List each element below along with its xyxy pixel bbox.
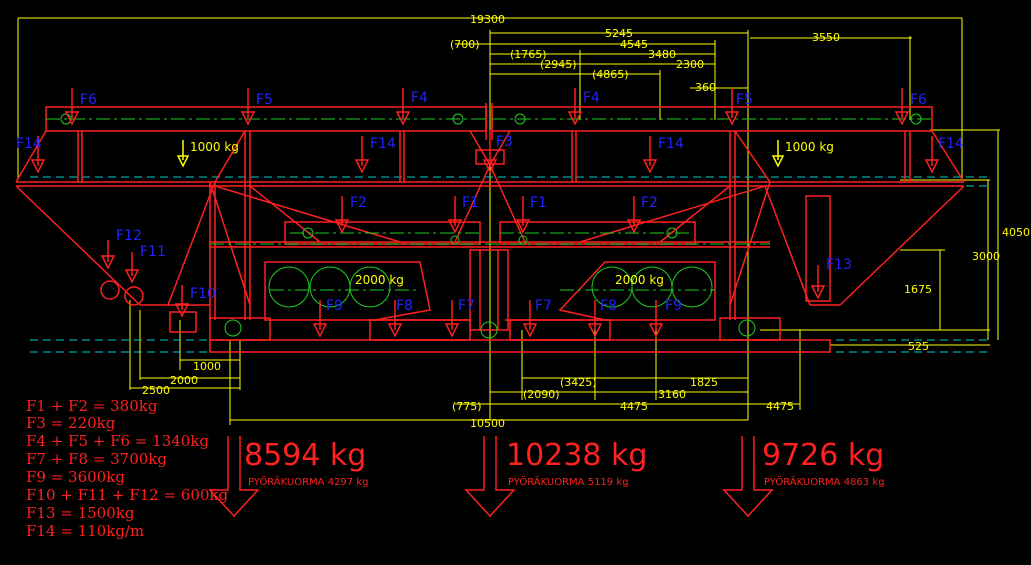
- label-f2-right: F2: [641, 195, 658, 211]
- load-left-1000: 1000 kg: [190, 140, 239, 154]
- dim-360: 360: [695, 81, 716, 94]
- wheel-load-arrows: [208, 436, 774, 518]
- wheel-load-total-1: 8594 kg: [244, 438, 366, 473]
- label-f14-d: F14: [938, 136, 964, 152]
- wheel-load-label-2: PYÖRÄKUORMA 5119 kg: [508, 475, 628, 488]
- truss-structure: [15, 103, 965, 353]
- dim-3550: 3550: [812, 31, 840, 44]
- dim-525: 525: [908, 340, 929, 353]
- dim-4475b: 4475: [766, 400, 794, 413]
- label-f5-left: F5: [256, 92, 273, 108]
- roller-wheels: [60, 113, 922, 339]
- label-f9-right: F9: [665, 298, 682, 314]
- label-f8-left: F8: [396, 298, 413, 314]
- label-f6-left: F6: [80, 92, 97, 108]
- wheel-loads: 8594 kg PYÖRÄKUORMA 4297 kg 10238 kg PYÖ…: [244, 438, 884, 488]
- dim-4050: 4050: [1002, 226, 1030, 239]
- label-f1-right: F1: [530, 195, 547, 211]
- dim-3000: 3000: [972, 250, 1000, 263]
- label-f13: F13: [826, 257, 852, 273]
- label-f8-right: F8: [600, 298, 617, 314]
- label-f11: F11: [140, 244, 166, 260]
- wheel-load-total-3: 9726 kg: [762, 438, 884, 473]
- load-right-1000: 1000 kg: [785, 140, 834, 154]
- label-f14-a: F14: [16, 136, 42, 152]
- dim-overall: 19300: [470, 13, 505, 26]
- load-arrows: [176, 140, 785, 168]
- force-labels: F6 F5 F4 F4 F5 F6 F14 F14 F3 F14 F14 F2 …: [16, 90, 964, 314]
- dim-1000: 1000: [193, 360, 221, 373]
- legend-line-8: F14 = 110kg/m: [26, 522, 144, 540]
- label-f10: F10: [190, 286, 216, 302]
- legend-line-3: F4 + F5 + F6 = 1340kg: [26, 432, 209, 450]
- dim-4475a: 4475: [620, 400, 648, 413]
- dim-3160: 3160: [658, 388, 686, 401]
- legend-line-1: F1 + F2 = 380kg: [26, 397, 158, 415]
- label-f14-c: F14: [658, 136, 684, 152]
- legend-line-2: F3 = 220kg: [26, 414, 116, 432]
- dim-3425: (3425): [560, 376, 597, 389]
- dim-700: (700): [450, 38, 480, 51]
- label-f7-left: F7: [458, 298, 475, 314]
- left-drum: [100, 280, 144, 306]
- wheel-load-total-2: 10238 kg: [506, 438, 647, 473]
- dim-2500: 2500: [142, 384, 170, 397]
- dimension-texts: 19300 (700) 5245 4545 (1765) 3480 (2945)…: [142, 13, 1030, 430]
- label-f7-right: F7: [535, 298, 552, 314]
- label-f6-right: F6: [910, 92, 927, 108]
- label-f2-left: F2: [350, 195, 367, 211]
- dim-1765: (1765): [510, 48, 547, 61]
- dim-2090: (2090): [523, 388, 560, 401]
- label-f4-left: F4: [411, 90, 428, 106]
- dimension-lines: [17, 17, 1000, 425]
- dim-10500: 10500: [470, 417, 505, 430]
- label-f9-left: F9: [326, 298, 343, 314]
- label-f1-left: F1: [462, 195, 479, 211]
- load-left-2000: 2000 kg: [355, 273, 404, 287]
- dim-1675: 1675: [904, 283, 932, 296]
- dim-2300: 2300: [676, 58, 704, 71]
- force-legend: F1 + F2 = 380kg F3 = 220kg F4 + F5 + F6 …: [26, 397, 229, 540]
- label-f12: F12: [116, 228, 142, 244]
- legend-line-6: F10 + F11 + F12 = 600kg: [26, 486, 229, 504]
- dim-5245: 5245: [605, 27, 633, 40]
- legend-line-4: F7 + F8 = 3700kg: [26, 450, 167, 468]
- dim-3480: 3480: [648, 48, 676, 61]
- load-right-2000: 2000 kg: [615, 273, 664, 287]
- wheel-load-label-1: PYÖRÄKUORMA 4297 kg: [248, 475, 368, 488]
- label-f14-b: F14: [370, 136, 396, 152]
- label-f4-right: F4: [583, 90, 600, 106]
- label-f3: F3: [496, 134, 513, 150]
- dim-1825: 1825: [690, 376, 718, 389]
- dim-2000: 2000: [170, 374, 198, 387]
- label-f5-right: F5: [736, 92, 753, 108]
- force-arrows: [30, 88, 940, 338]
- dim-2945: (2945): [540, 58, 577, 71]
- wheel-load-label-3: PYÖRÄKUORMA 4863 kg: [764, 475, 884, 488]
- load-texts: 1000 kg 1000 kg 2000 kg 2000 kg: [190, 140, 834, 287]
- legend-line-5: F9 = 3600kg: [26, 468, 125, 486]
- legend-line-7: F13 = 1500kg: [26, 504, 135, 522]
- dim-4865: (4865): [592, 68, 629, 81]
- dim-775: (775): [452, 400, 482, 413]
- centerlines: [46, 118, 932, 291]
- dim-4545: 4545: [620, 38, 648, 51]
